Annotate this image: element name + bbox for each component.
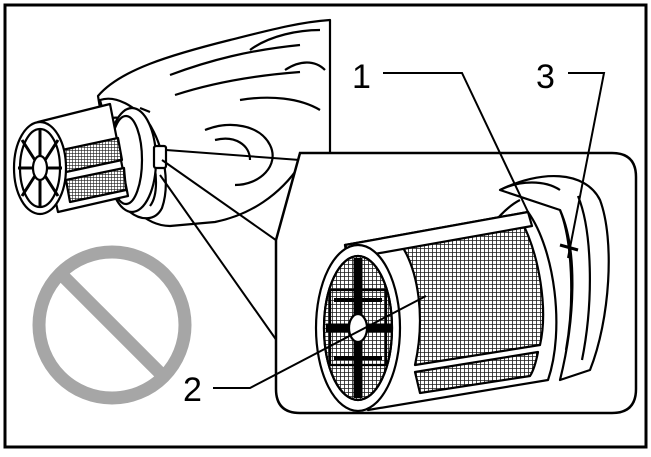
filter-mesh xyxy=(396,216,545,367)
callout-leaders xyxy=(213,72,606,389)
no-symbol-icon xyxy=(32,245,192,405)
callout-label-1: 1 xyxy=(352,58,371,96)
detail-view xyxy=(274,151,638,415)
small-filter xyxy=(12,102,130,216)
outer-frame xyxy=(3,3,648,449)
zoom-line-upper xyxy=(161,159,291,251)
zoom-line-lower xyxy=(159,174,283,349)
callout-label-2: 2 xyxy=(183,371,202,409)
callout-label-3: 3 xyxy=(536,58,555,96)
